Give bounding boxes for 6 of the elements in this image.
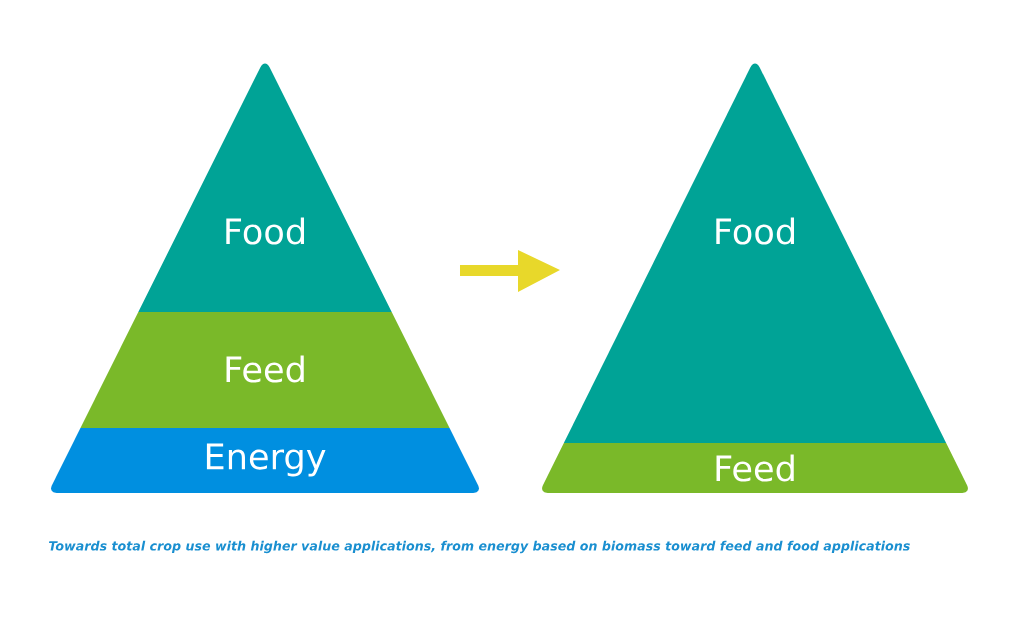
pyramid-band: Feed (80, 312, 450, 428)
pyramid-band: Energy (51, 428, 479, 493)
caption: Towards total crop use with higher value applications, from energy based on biomass toward feed and food applications (48, 540, 910, 554)
pyramid-band: Food (138, 63, 392, 312)
pyramid-band: Food (563, 63, 947, 443)
pyramid-band: Feed (542, 443, 968, 493)
